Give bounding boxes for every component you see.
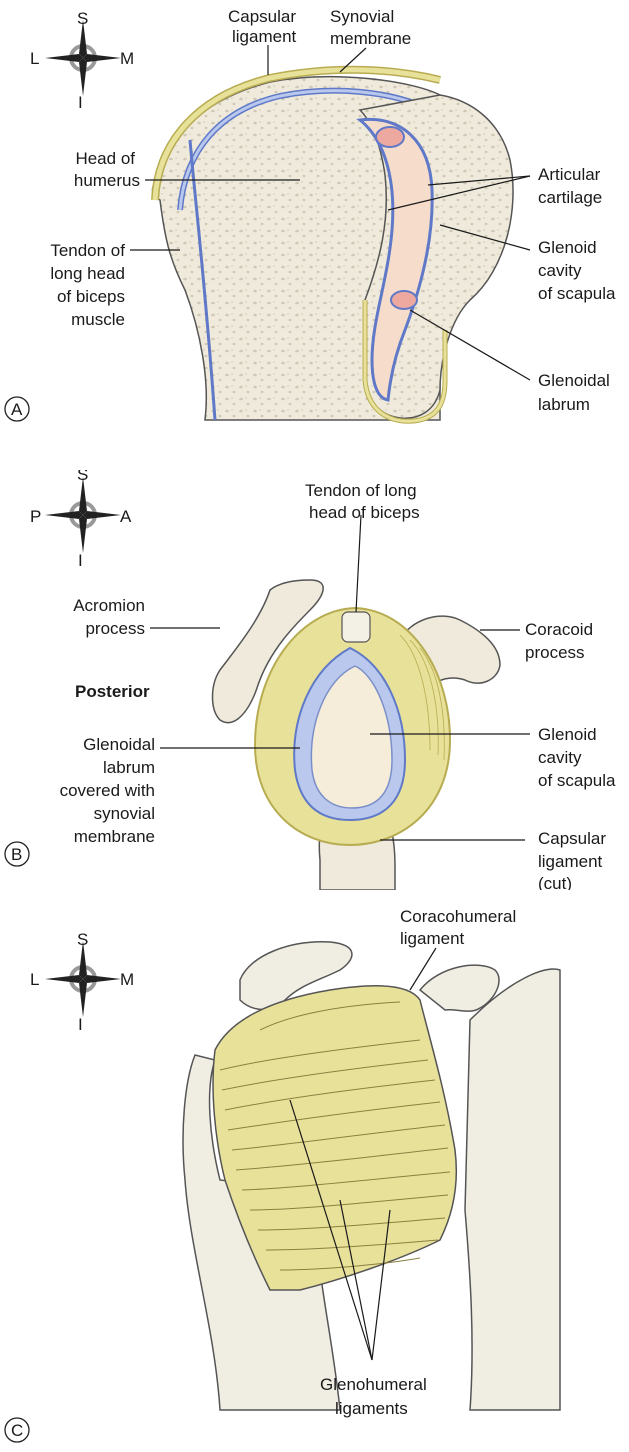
panel-a: S I L M Capsular ligament Synovial (0, 0, 629, 470)
compass-left: P (30, 507, 41, 526)
label-coracoid-1: Coracoid (525, 620, 593, 639)
label-gleno-1: Glenohumeral (320, 1375, 427, 1394)
panel-c-diagram: S I L M Cora (0, 890, 629, 1447)
label-coraco-2: ligament (400, 929, 465, 948)
label-tendon-2: long head (50, 264, 125, 283)
label-head-1: Head of (75, 149, 135, 168)
compass-left: L (30, 49, 39, 68)
compass-top: S (77, 470, 88, 484)
panel-c-letter: C (11, 1421, 23, 1440)
label-glenoid-3: of scapula (538, 771, 616, 790)
label-head-2: humerus (74, 171, 140, 190)
panel-a-letter: A (11, 400, 23, 419)
compass-rose-icon: S I P A (30, 470, 132, 570)
label-labrum-2: labrum (538, 395, 590, 414)
label-articular-1: Articular (538, 165, 601, 184)
label-glenoid-3: of scapula (538, 284, 616, 303)
label-capsular-1: Capsular (228, 7, 296, 26)
shoulder-lateral-illustration (213, 580, 501, 890)
compass-bottom: I (78, 1015, 83, 1034)
label-glenoid-1: Glenoid (538, 238, 597, 257)
panel-c-letter-badge: C (5, 1418, 29, 1442)
label-gleno-2: ligaments (335, 1399, 408, 1418)
label-capsular-2: ligament (538, 852, 603, 871)
compass-right: M (120, 49, 134, 68)
compass-bottom: I (78, 551, 83, 570)
label-capsular-1: Capsular (538, 829, 606, 848)
compass-rose-icon: S I L M (30, 9, 134, 112)
label-glenoid-1: Glenoid (538, 725, 597, 744)
label-tendon-3: of biceps (57, 287, 125, 306)
label-capsular-3: (cut) (538, 874, 572, 890)
compass-rose-icon: S I L M (30, 930, 134, 1034)
compass-top: S (77, 930, 88, 949)
label-labrum-2: labrum (103, 758, 155, 777)
label-labrum-3: covered with (60, 781, 155, 800)
label-glenoid-2: cavity (538, 261, 582, 280)
label-tendon-4: muscle (71, 310, 125, 329)
label-articular-2: cartilage (538, 188, 602, 207)
compass-right: A (120, 507, 132, 526)
panel-c: S I L M Cora (0, 890, 629, 1447)
label-synovial-2: membrane (330, 29, 411, 48)
label-labrum-4: synovial (94, 804, 155, 823)
label-coraco-1: Coracohumeral (400, 907, 516, 926)
label-tendon-1: Tendon of (50, 241, 125, 260)
panel-b: S I P A Tendon of long head of biceps Ac (0, 470, 629, 890)
label-acromion-2: process (85, 619, 145, 638)
label-glenoid-2: cavity (538, 748, 582, 767)
label-labrum-1: Glenoidal (83, 735, 155, 754)
compass-top: S (77, 9, 88, 28)
leader-tendon (356, 515, 361, 612)
label-acromion-1: Acromion (73, 596, 145, 615)
panel-a-letter-badge: A (5, 397, 29, 421)
compass-left: L (30, 970, 39, 989)
label-synovial-1: Synovial (330, 7, 394, 26)
scapula-illustration (360, 95, 513, 421)
panel-b-diagram: S I P A Tendon of long head of biceps Ac (0, 470, 629, 890)
label-posterior: Posterior (75, 682, 150, 701)
label-coracoid-2: process (525, 643, 585, 662)
label-labrum-1: Glenoidal (538, 371, 610, 390)
label-tendon-2: head of biceps (309, 503, 420, 522)
shoulder-anterior-illustration (183, 942, 560, 1410)
compass-bottom: I (78, 93, 83, 112)
panel-a-diagram: S I L M Capsular ligament Synovial (0, 0, 629, 470)
panel-b-letter-badge: B (5, 842, 29, 866)
label-capsular-2: ligament (232, 27, 297, 46)
label-labrum-5: membrane (74, 827, 155, 846)
compass-right: M (120, 970, 134, 989)
panel-b-letter: B (11, 845, 22, 864)
label-tendon-1: Tendon of long (305, 481, 417, 500)
